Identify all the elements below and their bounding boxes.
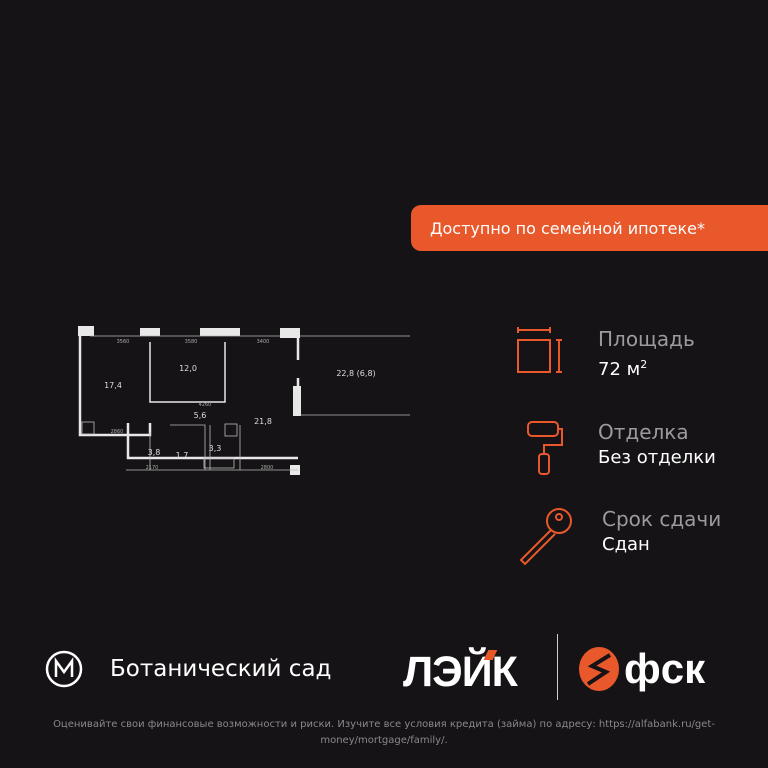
feature-value: Без отделки xyxy=(598,447,716,468)
dimension-label: 4260 xyxy=(199,402,212,408)
wall-bottom xyxy=(126,423,298,460)
window xyxy=(200,328,240,336)
feature-value: 72 м2 xyxy=(598,358,648,380)
room-area: 22,8 (6,8) xyxy=(336,369,375,378)
feature-label: Срок сдачи xyxy=(602,507,722,531)
floor-plan: 17,4 12,0 22,8 (6,8) 5,6 21,8 3,8 1,7 3,… xyxy=(78,326,410,475)
metro-icon xyxy=(45,650,83,688)
feature-label: Площадь xyxy=(598,327,695,351)
station-name: Ботанический сад xyxy=(110,656,332,682)
room-area: 5,6 xyxy=(194,411,207,420)
badge-text: Доступно по семейной ипотеке* xyxy=(430,218,706,238)
key-icon xyxy=(519,508,572,566)
feature-delivery: Срок сдачи Сдан xyxy=(515,507,721,569)
dimension-label: 2170 xyxy=(146,465,159,471)
room-area: 12,0 xyxy=(179,364,197,373)
feature-value: Сдан xyxy=(602,534,650,555)
dimension-label: 2860 xyxy=(111,429,124,435)
lake-logo: ЛЭЙК xyxy=(403,648,518,696)
window xyxy=(140,328,160,336)
room-area: 21,8 xyxy=(254,417,272,426)
dimension-label: 3580 xyxy=(185,339,198,345)
room-area: 3,3 xyxy=(209,444,222,453)
wall-block xyxy=(293,386,301,416)
fsk-logo: фск xyxy=(578,645,705,693)
dimension-label: 3400 xyxy=(257,339,270,345)
paint-roller-icon xyxy=(527,421,563,475)
disclaimer: Оценивайте свои финансовые возможности и… xyxy=(53,719,715,746)
wall-bedroom2 xyxy=(149,342,226,403)
area-icon xyxy=(517,327,562,373)
room-area: 3,8 xyxy=(148,448,161,457)
feature-label: Отделка xyxy=(598,420,689,444)
fsk-mark-icon xyxy=(579,647,619,691)
wall-left xyxy=(78,328,152,437)
wall-block xyxy=(78,326,94,336)
room-area: 1,7 xyxy=(176,451,189,460)
room-area: 17,4 xyxy=(104,381,122,390)
dimension-label: 2800 xyxy=(261,465,274,471)
dimension-label: 3560 xyxy=(117,339,130,345)
family-mortgage-badge: Доступно по семейной ипотеке* xyxy=(411,205,768,251)
feature-finish: Отделка Без отделки xyxy=(515,420,716,482)
metro-station: Ботанический сад xyxy=(45,650,331,688)
feature-area: Площадь 72 м2 xyxy=(515,327,695,389)
wall-block xyxy=(280,328,300,338)
logo-divider xyxy=(557,634,558,700)
